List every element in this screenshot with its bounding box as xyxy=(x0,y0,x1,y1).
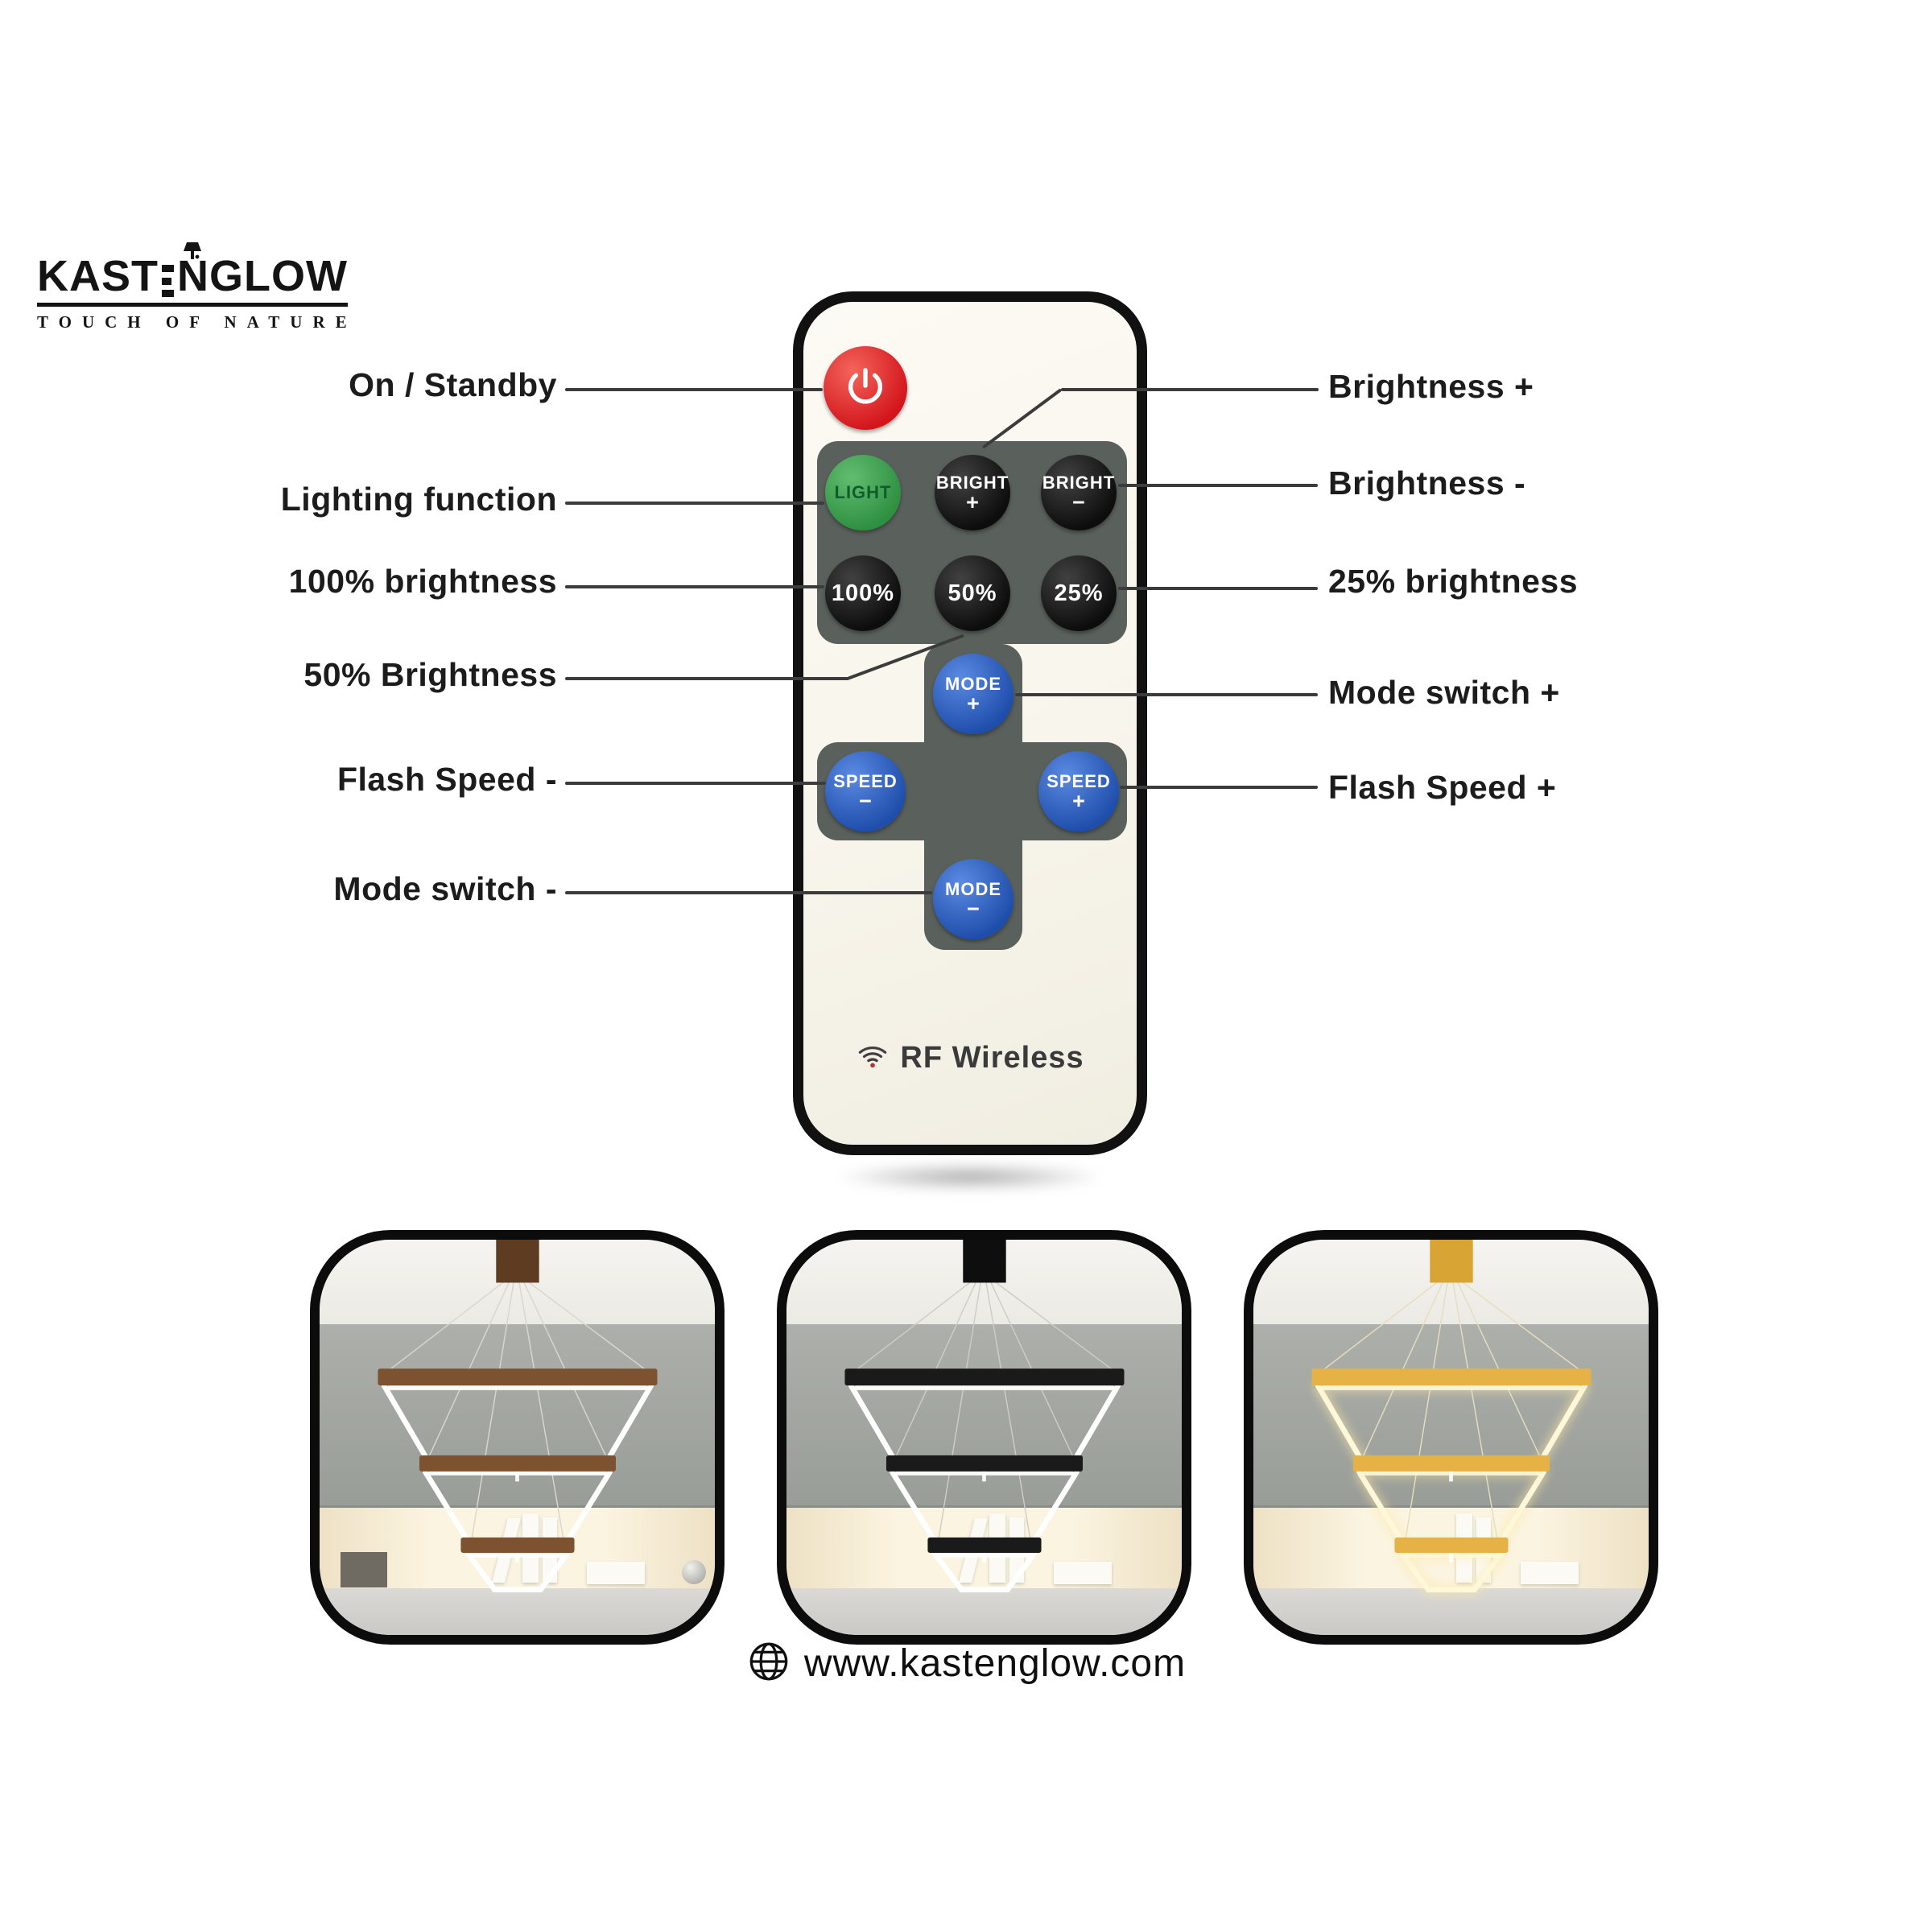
callout-mode-switch-plus: Mode switch + xyxy=(1328,674,1560,711)
callout-brightness-plus: Brightness + xyxy=(1328,368,1534,405)
product-photo-dark-wood-pendant xyxy=(310,1230,724,1645)
connector-brightness-plus xyxy=(1061,388,1319,391)
brand-name: KAST N GLOW xyxy=(37,242,348,300)
callout-50-brightness: 50% Brightness xyxy=(303,656,557,693)
callout-mode-switch-minus: Mode switch - xyxy=(333,870,557,907)
connector-flash-speed-plus xyxy=(1120,786,1318,789)
pendant-lamp xyxy=(378,1240,658,1593)
brand-name-left: KAST xyxy=(37,252,159,300)
mode-minus-button[interactable]: MODE − xyxy=(933,859,1013,939)
connector-25-brightness xyxy=(1118,587,1318,590)
product-photo-black-pendant xyxy=(777,1230,1191,1645)
connector-on-standby xyxy=(565,388,823,391)
light-button[interactable]: LIGHT xyxy=(825,455,901,530)
brand-underline xyxy=(37,303,348,307)
remote-shadow xyxy=(833,1162,1107,1191)
speed-minus-button[interactable]: SPEED − xyxy=(825,751,906,832)
mode-plus-button[interactable]: MODE + xyxy=(933,654,1013,734)
decor-sphere xyxy=(682,1560,706,1584)
callout-100-brightness: 100% brightness xyxy=(288,563,557,600)
brightness-25-button[interactable]: 25% xyxy=(1041,555,1117,631)
connector-brightness-minus xyxy=(1118,484,1318,487)
power-icon xyxy=(842,364,889,413)
callout-flash-speed-plus: Flash Speed + xyxy=(1328,769,1557,806)
callout-lighting-function: Lighting function xyxy=(280,481,557,518)
globe-icon xyxy=(746,1639,791,1688)
bright-minus-button[interactable]: BRIGHT − xyxy=(1041,455,1117,530)
footer: www.kastenglow.com xyxy=(0,1639,1932,1688)
callout-flash-speed-minus: Flash Speed - xyxy=(336,761,557,798)
connector-50-brightness xyxy=(565,677,849,680)
brightness-100-button[interactable]: 100% xyxy=(825,555,901,631)
speed-plus-button[interactable]: SPEED + xyxy=(1038,751,1119,832)
callout-brightness-minus: Brightness - xyxy=(1328,464,1526,502)
bright-plus-button[interactable]: BRIGHT + xyxy=(935,455,1010,530)
connector-lighting-function xyxy=(565,502,824,505)
connector-flash-speed-minus xyxy=(565,782,826,785)
power-button[interactable] xyxy=(824,346,907,430)
website-url: www.kastenglow.com xyxy=(803,1642,1187,1685)
brand-tagline: TOUCH OF NATURE xyxy=(37,312,357,332)
decor-box xyxy=(341,1552,387,1587)
stylized-letter-e xyxy=(162,265,175,297)
connector-mode-switch-minus xyxy=(565,891,932,894)
rf-wireless-label: RF Wireless xyxy=(900,1041,1084,1075)
brand-logo: KAST N GLOW TOUCH OF NATURE xyxy=(37,242,357,332)
remote-body xyxy=(793,291,1147,1155)
brightness-50-button[interactable]: 50% xyxy=(935,555,1010,631)
brand-name-mid: N xyxy=(177,252,210,300)
floor xyxy=(320,1588,715,1635)
decor-box xyxy=(587,1562,645,1584)
pendant-lamp xyxy=(1311,1240,1591,1593)
connector-mode-switch-plus xyxy=(1015,693,1318,696)
connector-100-brightness xyxy=(565,585,824,588)
lamp-icon xyxy=(180,230,204,274)
pendant-lamp xyxy=(844,1240,1125,1593)
product-photo-gold-lit-pendant xyxy=(1244,1230,1658,1645)
rf-wireless-row: RF Wireless xyxy=(793,1040,1147,1076)
callout-25-brightness: 25% brightness xyxy=(1328,563,1579,600)
callout-on-standby: On / Standby xyxy=(349,366,557,403)
brand-name-right: GLOW xyxy=(209,252,348,300)
wifi-icon xyxy=(856,1040,890,1076)
